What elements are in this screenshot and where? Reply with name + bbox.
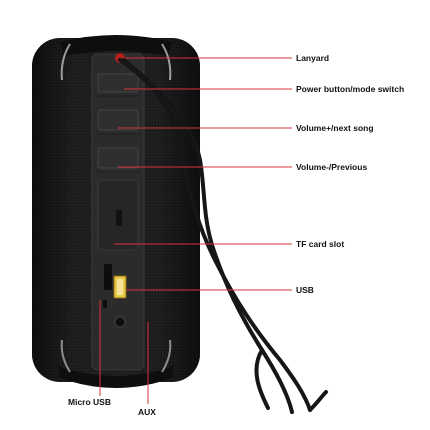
- label-aux: AUX: [138, 407, 156, 417]
- volume-up-button[interactable]: [97, 109, 139, 131]
- label-volume-up: Volume+/next song: [296, 123, 374, 133]
- label-micro-usb: Micro USB: [68, 397, 111, 407]
- power-button[interactable]: [97, 73, 139, 93]
- aux-port[interactable]: [114, 316, 126, 328]
- label-lanyard: Lanyard: [296, 53, 330, 63]
- volume-down-button[interactable]: [97, 147, 139, 169]
- label-tf-card-slot: TF card slot: [296, 239, 345, 249]
- lanyard-cord: [118, 58, 328, 414]
- led-indicator: [103, 300, 107, 308]
- label-volume-down: Volume-/Previous: [296, 162, 368, 172]
- micro-usb-port[interactable]: [104, 264, 112, 290]
- tf-card-slot[interactable]: [116, 210, 122, 226]
- label-power-button: Power button/mode switch: [296, 84, 405, 94]
- label-usb: USB: [296, 285, 314, 295]
- leader-lines: [99, 57, 292, 404]
